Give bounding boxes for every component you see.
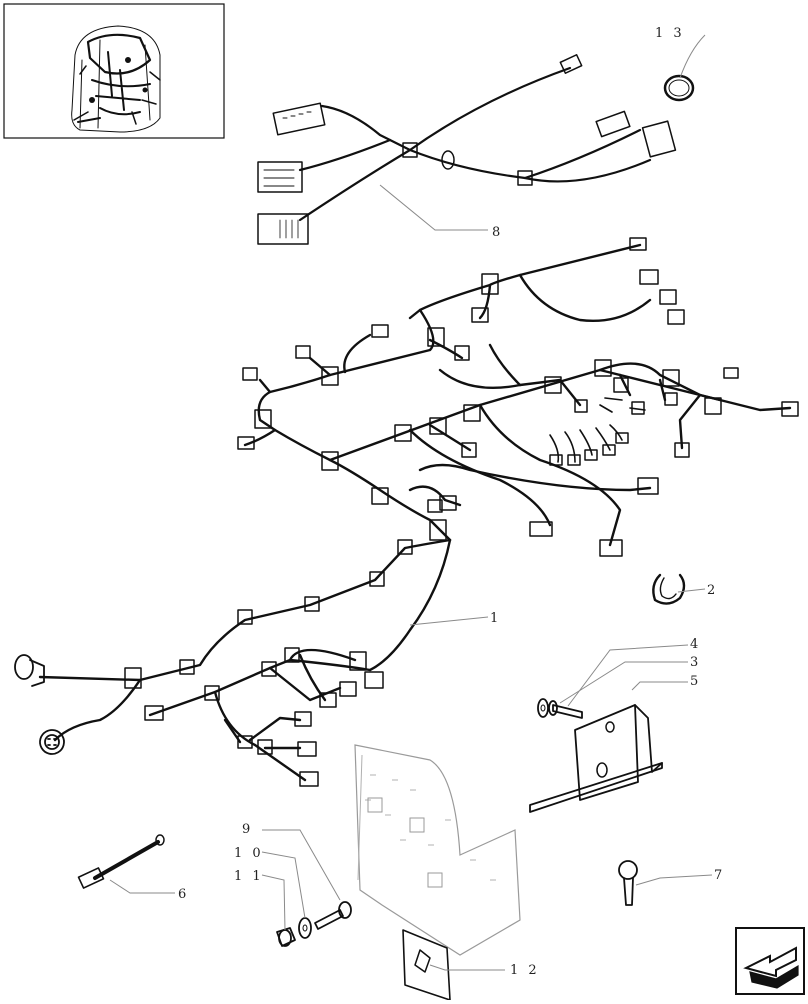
- jumper-cable: [77, 834, 165, 889]
- harness-clip: [652, 573, 686, 605]
- callout-11: 1 1: [234, 869, 264, 884]
- callout-1: 1: [490, 611, 501, 626]
- hose-clamp: [663, 74, 695, 102]
- bracket: [529, 704, 663, 813]
- leader-lines: [109, 34, 713, 971]
- callout-2: 2: [707, 583, 718, 598]
- screw-and-washer: [537, 698, 583, 719]
- bolt: [618, 860, 638, 906]
- callout-13: 1 3: [655, 26, 685, 41]
- screw-washer-nut: [276, 901, 352, 947]
- callout-3: 3: [690, 655, 701, 670]
- callout-9: 9: [242, 822, 253, 837]
- callout-labels: 1 3 8 1 2 4 3 5 6 7 9 1 0 1 1 1 2: [178, 26, 725, 978]
- callout-7: 7: [714, 868, 725, 883]
- mounting-plate: [354, 744, 521, 1001]
- inset-thumbnail: [3, 3, 225, 139]
- callout-6: 6: [178, 887, 189, 902]
- callout-5: 5: [690, 674, 701, 689]
- next-page-arrow-icon[interactable]: [735, 927, 805, 995]
- callout-10: 1 0: [234, 846, 264, 861]
- secondary-harness: [257, 54, 677, 245]
- callout-12: 1 2: [510, 963, 540, 978]
- callout-8: 8: [492, 225, 503, 240]
- main-wiring-harness: [14, 237, 799, 787]
- callout-4: 4: [690, 637, 701, 652]
